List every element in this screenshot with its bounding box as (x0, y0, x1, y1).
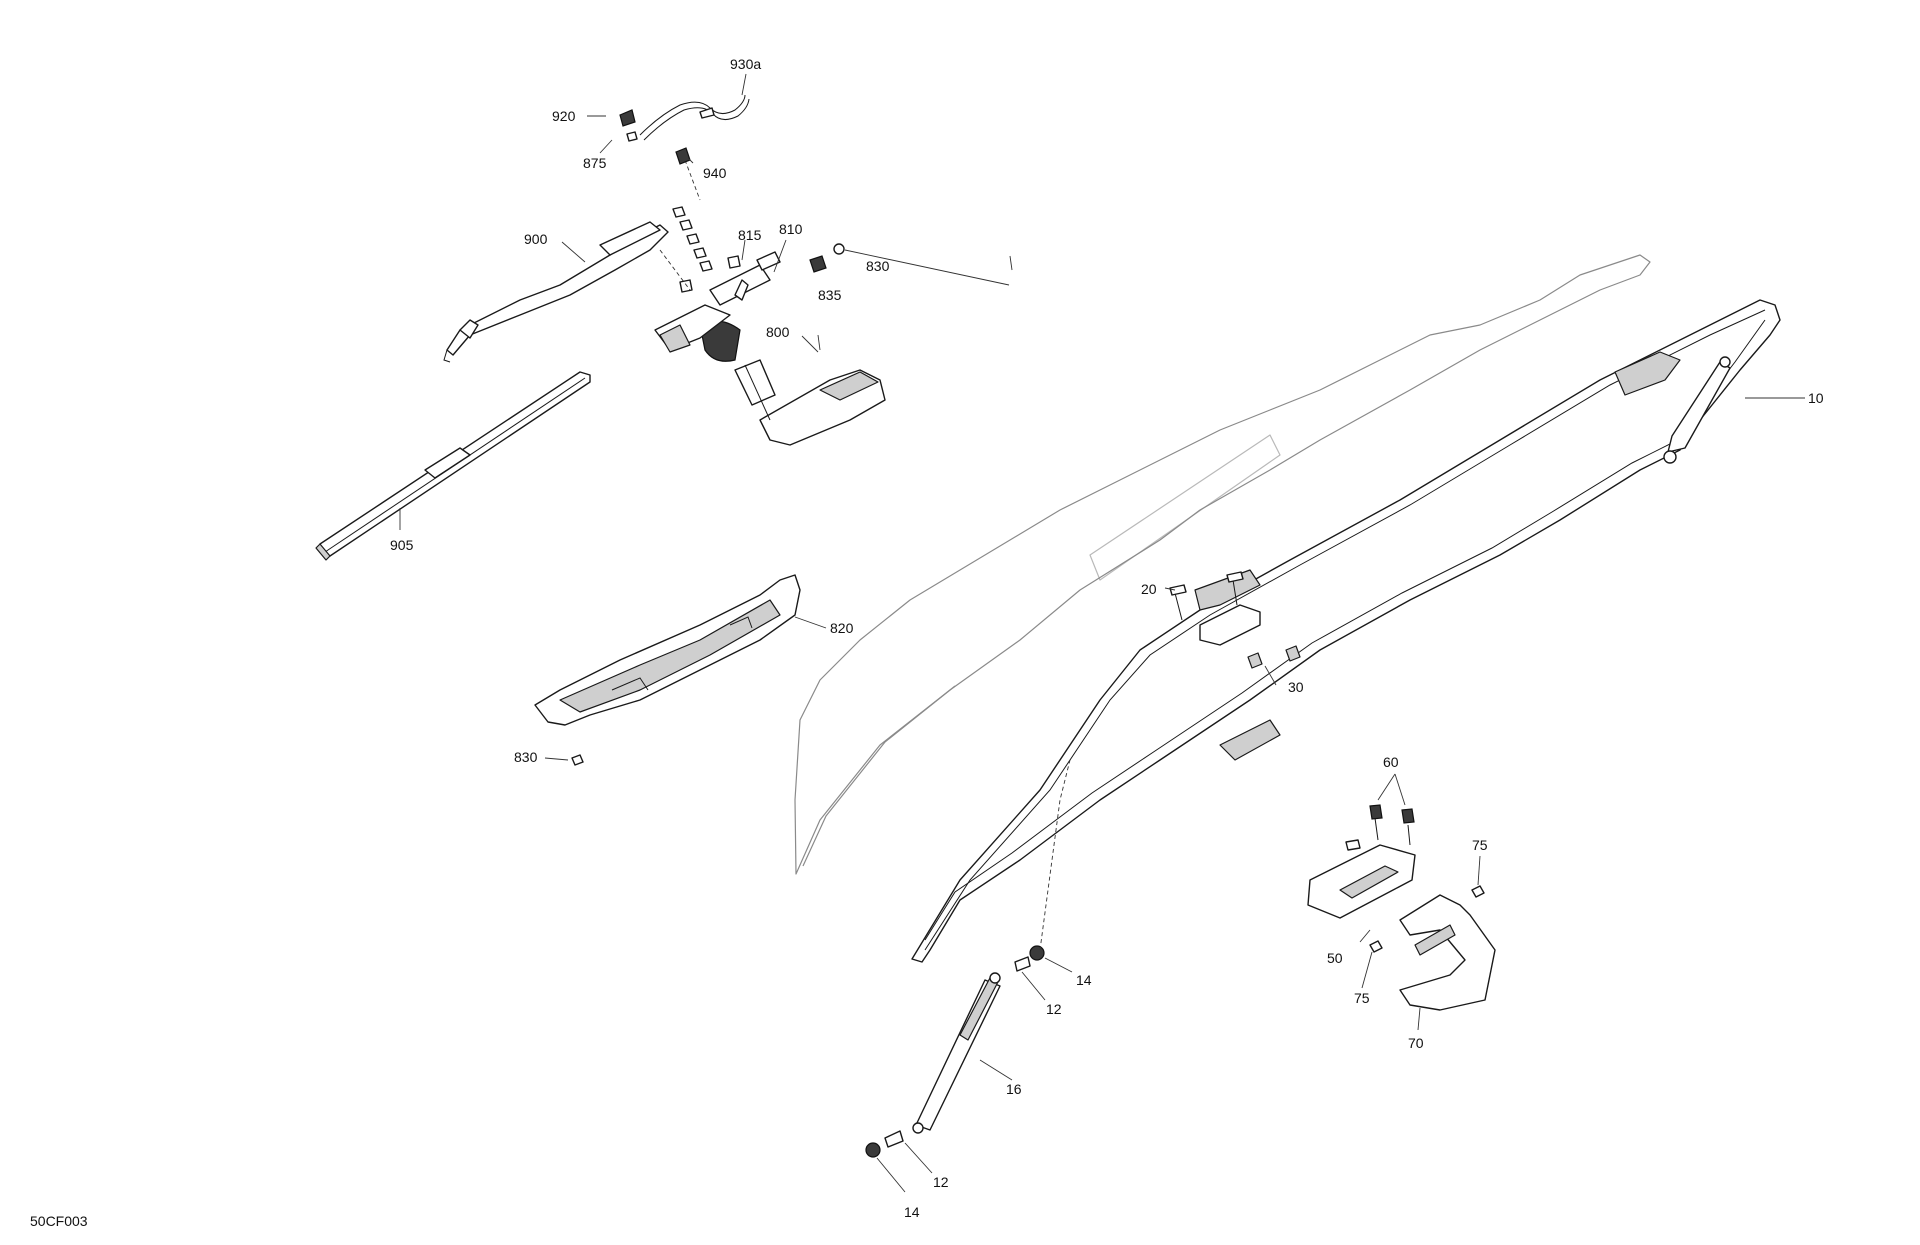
callout-30: 30 (1288, 679, 1304, 695)
leader-lines (399, 73, 1805, 1193)
callout-830-bottom: 830 (514, 749, 538, 765)
callout-16: 16 (1006, 1081, 1022, 1097)
callout-810: 810 (779, 221, 803, 237)
washer-hose-assembly (619, 94, 750, 165)
callout-940: 940 (703, 165, 727, 181)
callout-875: 875 (583, 155, 607, 171)
callout-20: 20 (1141, 581, 1157, 597)
callout-10: 10 (1808, 390, 1824, 406)
callout-70: 70 (1408, 1035, 1424, 1051)
callout-820: 820 (830, 620, 854, 636)
wiper-arm (443, 221, 669, 363)
frame-gas-strut (1663, 356, 1731, 464)
callout-835: 835 (818, 287, 842, 303)
callout-900: 900 (524, 231, 548, 247)
wiper-blade (315, 371, 591, 561)
motor-hardware-stack (659, 159, 845, 293)
callout-12-top: 12 (1046, 1001, 1062, 1017)
callout-14-bottom: 14 (904, 1204, 920, 1220)
windshield-glass-outline (794, 254, 1651, 875)
gas-strut-16 (912, 972, 1001, 1134)
callout-labels: 930a 920 875 940 900 815 810 830 835 800… (390, 56, 1824, 1220)
callout-905: 905 (390, 537, 414, 553)
callout-920: 920 (552, 108, 576, 124)
callout-815: 815 (738, 227, 762, 243)
callout-830-top: 830 (866, 258, 890, 274)
latch-assembly (1307, 804, 1496, 1011)
wiper-motor-assembly (654, 251, 886, 446)
callout-930a: 930a (730, 56, 761, 72)
callout-75-bottom: 75 (1354, 990, 1370, 1006)
callout-50: 50 (1327, 950, 1343, 966)
callout-60: 60 (1383, 754, 1399, 770)
diagram-reference-code: 50CF003 (30, 1213, 88, 1229)
callout-75-top: 75 (1472, 837, 1488, 853)
windshield-frame (911, 299, 1781, 963)
ball-stud-and-nut-hardware (865, 945, 1045, 1158)
hinge-and-fasteners (1169, 571, 1301, 669)
motor-cover (534, 574, 801, 766)
callout-12-bottom: 12 (933, 1174, 949, 1190)
callout-14-top: 14 (1076, 972, 1092, 988)
callout-800: 800 (766, 324, 790, 340)
